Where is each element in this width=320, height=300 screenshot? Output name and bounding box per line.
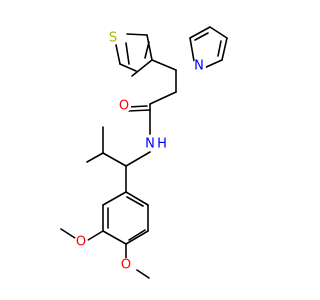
atom-labels: S N O N H O O <box>74 31 206 273</box>
atom-h-amide: H <box>156 137 168 152</box>
bond <box>119 63 137 72</box>
bond <box>221 37 228 61</box>
thiophene-ring <box>114 33 153 77</box>
oxygen-methoxy-b-label: O <box>121 258 131 273</box>
bond <box>144 41 150 59</box>
bond <box>209 26 228 39</box>
bond <box>149 91 177 105</box>
bond <box>126 196 144 207</box>
bond <box>127 105 148 108</box>
oxygen-carbonyl-label: O <box>119 99 129 114</box>
atom-n-amide: N <box>143 137 157 152</box>
bond <box>125 42 130 65</box>
atom-s1: S <box>106 31 120 46</box>
bond <box>217 40 222 57</box>
bond <box>146 34 153 61</box>
bond <box>128 229 146 241</box>
bond <box>151 59 177 71</box>
nitrogen-pyrrole-label: N <box>194 59 204 74</box>
bond <box>125 230 149 245</box>
bond <box>203 59 223 69</box>
hydrogen-amide-label: H <box>157 137 167 152</box>
atom-o-methoxy-b: O <box>119 258 133 273</box>
bond <box>126 33 148 36</box>
molecule-structure: S N O N H O O <box>60 26 228 279</box>
benzene-ring <box>102 191 149 245</box>
nitrogen-amide-label: N <box>145 137 155 152</box>
pyrrole-ring <box>189 26 228 69</box>
bond <box>194 32 209 41</box>
sulfur-label: S <box>109 31 117 46</box>
bond <box>86 152 104 163</box>
atom-o-carbonyl: O <box>117 99 131 114</box>
bond <box>131 59 153 77</box>
atom-n-pyrrole: N <box>192 59 206 74</box>
bond <box>189 26 211 39</box>
bond <box>102 152 127 167</box>
atom-o-methoxy-a: O <box>74 235 88 250</box>
bond <box>102 230 127 245</box>
bond <box>60 228 76 239</box>
bond <box>136 269 150 279</box>
backbone <box>86 59 177 193</box>
bond <box>102 191 127 206</box>
oxygen-methoxy-a-label: O <box>76 235 86 250</box>
bond <box>127 109 151 112</box>
bond <box>125 151 151 167</box>
bond <box>125 191 149 206</box>
bond <box>189 37 195 62</box>
bond <box>87 230 104 241</box>
methoxy-groups <box>60 228 150 279</box>
